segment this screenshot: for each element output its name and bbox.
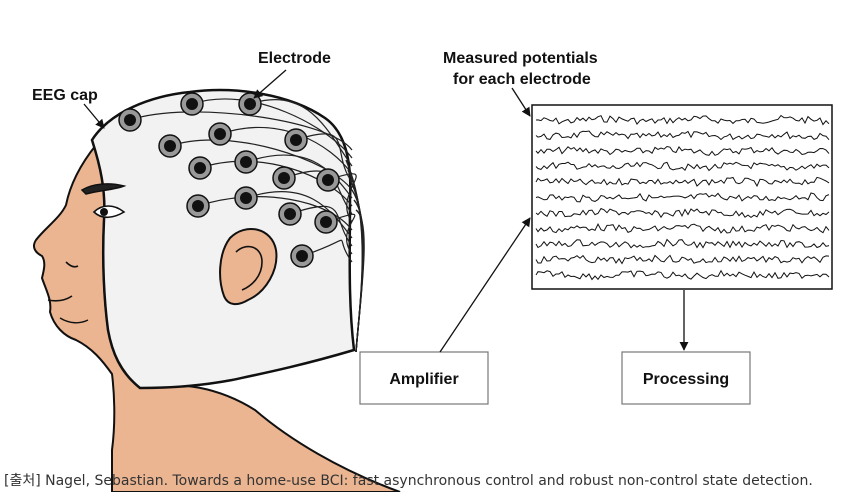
electrode bbox=[240, 156, 252, 168]
electrode bbox=[322, 174, 334, 186]
electrode bbox=[214, 128, 226, 140]
electrode-wire bbox=[325, 213, 356, 255]
electrode bbox=[192, 200, 204, 212]
electrode-wire bbox=[249, 98, 353, 167]
electrode-wire bbox=[245, 154, 353, 199]
eeg-trace bbox=[535, 254, 830, 265]
electrode bbox=[186, 98, 198, 110]
electrode bbox=[296, 250, 308, 262]
eeg-trace bbox=[535, 192, 830, 203]
electrode bbox=[320, 216, 332, 228]
amplifier-box bbox=[359, 351, 489, 405]
amplifier-label: Amplifier bbox=[389, 371, 458, 388]
electrode-wire bbox=[301, 239, 353, 263]
eeg-trace bbox=[535, 207, 830, 219]
eeg-trace bbox=[535, 114, 830, 126]
electrode-pointer-arrow bbox=[253, 69, 287, 99]
potentials-arrow bbox=[511, 87, 531, 117]
electrode-wires bbox=[129, 98, 365, 353]
processing-box bbox=[621, 351, 751, 405]
chin-line bbox=[59, 317, 89, 324]
nose-line bbox=[65, 261, 79, 268]
ear-inner bbox=[235, 245, 263, 291]
signal-traces bbox=[535, 114, 830, 281]
electrode bbox=[164, 140, 176, 152]
eeg-cap-pointer-arrow bbox=[83, 103, 105, 129]
ear bbox=[219, 228, 278, 306]
eeg-cap bbox=[90, 88, 356, 390]
amplifier-to-signal-arrow bbox=[439, 217, 531, 353]
electrode-wire bbox=[245, 190, 353, 239]
electrode-wire bbox=[197, 196, 353, 231]
eeg-trace bbox=[535, 130, 830, 141]
electrode bbox=[124, 114, 136, 126]
electrode-group bbox=[118, 92, 340, 268]
electrode-wire bbox=[129, 111, 353, 151]
potentials-label-line2: for each electrode bbox=[453, 71, 591, 88]
cable-bundle-strand bbox=[355, 209, 365, 353]
electrode-label: Electrode bbox=[258, 50, 331, 67]
electrode bbox=[194, 162, 206, 174]
eye-pupil bbox=[100, 208, 108, 216]
electrode bbox=[244, 98, 256, 110]
potentials-label-line1: Measured potentials bbox=[443, 50, 598, 67]
electrode bbox=[290, 134, 302, 146]
head-illustration bbox=[33, 88, 401, 492]
electrode-wire bbox=[191, 98, 353, 159]
electrode bbox=[240, 192, 252, 204]
processing-label: Processing bbox=[643, 371, 729, 388]
eeg-trace bbox=[535, 176, 830, 188]
eeg-trace bbox=[535, 161, 830, 172]
source-caption: [출처] Nagel, Sebastian. Towards a home-us… bbox=[4, 473, 813, 489]
electrode bbox=[278, 172, 290, 184]
mouth bbox=[47, 295, 73, 302]
eeg-trace bbox=[535, 145, 830, 156]
electrode bbox=[284, 208, 296, 220]
eeg-cap-label: EEG cap bbox=[32, 87, 98, 104]
electrode-wire bbox=[169, 139, 353, 191]
eeg-trace bbox=[535, 269, 830, 281]
eeg-trace bbox=[535, 222, 830, 234]
eyebrow bbox=[80, 183, 127, 195]
eeg-trace bbox=[535, 238, 830, 249]
electrode-wire bbox=[295, 133, 353, 183]
